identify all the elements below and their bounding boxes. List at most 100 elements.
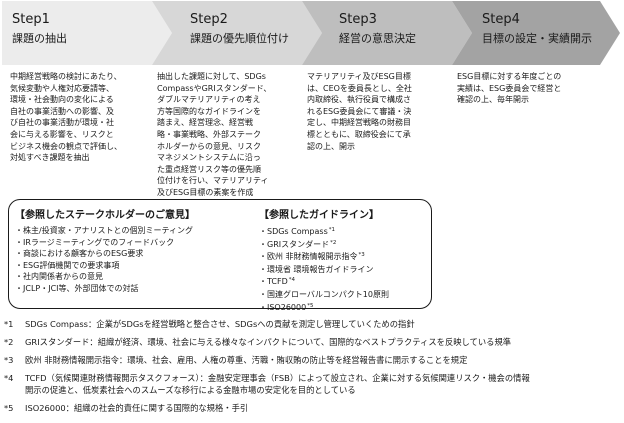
- guidelines-title: 【参照したガイドライン】: [259, 210, 379, 221]
- footnote-mark: *3: [4, 355, 14, 365]
- guideline-text: ・ISO26000: [259, 302, 307, 312]
- step-1-chevron: [2, 1, 172, 65]
- footnote-mark: *1: [4, 319, 14, 329]
- footnote-line: GRIスタンダード：組織が経済、環境、社会に与える様々なインパクトについて、国際…: [25, 337, 512, 347]
- desc-line: ホルダーからの意見、リスク: [157, 141, 261, 151]
- list-item: ・環境省 環境報告ガイドライン: [259, 263, 390, 276]
- desc-line: マテリアリティ及びESG目標: [307, 72, 411, 81]
- step-2-description: 抽出した課題に対して、SDGs CompassやGRIスタンダード、 ダブルマテ…: [157, 71, 271, 199]
- step-2-number: Step2: [190, 12, 228, 27]
- footnote-line: 欧州 非財務情報開示指令：環境、社会、雇用、人権の尊重、汚職・賄収賄の防止等を経…: [25, 355, 468, 365]
- step-2-chevron: [152, 1, 322, 65]
- list-item: ・社内関係者からの意見: [15, 272, 103, 282]
- footnote-text: GRIスタンダード：組織が経済、環境、社会に与える様々なインパクトについて、国際…: [25, 336, 620, 348]
- list-item: ・JCLP・JCI等、外部団体での対話: [15, 283, 139, 293]
- desc-line: は、CEOを委員長とし、全社: [307, 83, 412, 93]
- step-3-label: Step3 経営の意思決定: [339, 12, 416, 47]
- guideline-text: ・GRIスタンダード: [259, 239, 330, 249]
- desc-line: 実績は、ESG委員会で経営と: [457, 83, 562, 93]
- step-3-number: Step3: [339, 12, 377, 27]
- desc-line: ビジネス機会の観点で評価し、: [10, 141, 122, 151]
- step-1-number: Step1: [12, 12, 50, 27]
- footnote-4: *4 TCFD（気候関連財務情報開示タスクフォース）：金融安定理事会（FSB）に…: [4, 372, 620, 396]
- desc-line: 位付けを行い、マテリアリティ: [157, 176, 269, 186]
- list-item: ・商談における顧客からのESG要求: [15, 249, 144, 259]
- desc-line: 抽出した課題に対して、SDGs: [157, 72, 266, 81]
- list-item: ・ISO26000*5: [259, 301, 390, 314]
- step-2-title: 課題の優先順位付け: [190, 32, 289, 45]
- footnote-1: *1 SDGs Compass：企業がSDGsを経営戦略と整合させ、SDGsへの…: [4, 318, 620, 330]
- step-3-title: 経営の意思決定: [339, 32, 416, 45]
- footnote-mark: *5: [307, 302, 314, 309]
- guidelines-list: ・SDGs Compass*1 ・GRIスタンダード*2 ・欧州 非財務情報開示…: [259, 225, 390, 313]
- list-item: ・ESG評価機関での要求事項: [15, 260, 120, 270]
- list-item: ・国連グローバルコンパクト10原則: [259, 288, 390, 301]
- stakeholder-title: 【参照したステークホルダーのご意見】: [15, 210, 195, 221]
- footnote-line: TCFD（気候関連財務情報開示タスクフォース）：金融安定理事会（FSB）によって…: [25, 373, 530, 383]
- guideline-text: ・国連グローバルコンパクト10原則: [259, 289, 389, 299]
- step-4-description: ESG目標に対する年度ごとの 実績は、ESG委員会で経営と 確認の上、毎年開示: [457, 71, 561, 106]
- desc-line: 自社の事業活動への影響、及: [10, 106, 114, 116]
- footnote-mark: *5: [4, 403, 14, 413]
- footnote-mark: *3: [358, 252, 365, 259]
- reference-box: 【参照したステークホルダーのご意見】 ・株主/投資家・アナリストとの個別ミーティ…: [8, 199, 432, 312]
- desc-line: 略・事業戦略、外部ステーク: [157, 129, 261, 139]
- list-item: ・GRIスタンダード*2: [259, 238, 390, 251]
- step-2-label: Step2 課題の優先順位付け: [190, 12, 289, 47]
- desc-line: ESG目標に対する年度ごとの: [457, 72, 562, 81]
- footnote-text: SDGs Compass：企業がSDGsを経営戦略と整合させ、SDGsへの貢献を…: [25, 318, 620, 330]
- step-1-description: 中期経営戦略の検討にあたり、 気候変動や人権対応要請等、 環境・社会動向の変化に…: [10, 71, 122, 164]
- step-3-description: マテリアリティ及びESG目標 は、CEOを委員長とし、全社 内取締役、執行役員で…: [307, 71, 412, 152]
- desc-line: マネジメントシステムに沿っ: [157, 153, 261, 163]
- desc-line: 及びESG目標の素案を作成: [157, 187, 254, 197]
- stakeholder-list: ・株主/投資家・アナリストとの個別ミーティング ・IRラージミーティングでのフィ…: [15, 225, 195, 295]
- desc-line: 対処すべき課題を抽出: [10, 153, 90, 163]
- step-4-label: Step4 目標の設定・実績開示: [482, 12, 592, 47]
- step-4-title: 目標の設定・実績開示: [482, 32, 592, 45]
- desc-line: CompassやGRIスタンダード、: [157, 83, 272, 93]
- desc-line: 環境・社会動向の変化による: [10, 95, 114, 105]
- footnote-text: ISO26000：組織の社会的責任に関する国際的な規格・手引: [25, 402, 620, 414]
- guideline-text: ・SDGs Compass: [259, 227, 328, 236]
- desc-line: び自社の事業活動が環境・社: [10, 118, 114, 128]
- step-3-chevron: [302, 1, 472, 65]
- footnote-mark: *2: [330, 239, 337, 246]
- desc-line: ダブルマテリアリティの考え: [157, 95, 261, 105]
- step-1-title: 課題の抽出: [12, 32, 67, 45]
- stakeholder-opinions: 【参照したステークホルダーのご意見】 ・株主/投資家・アナリストとの個別ミーティ…: [15, 209, 195, 295]
- guideline-text: ・TCFD: [259, 277, 288, 287]
- desc-line: 気候変動や人権対応要請等、: [10, 83, 114, 93]
- list-item: ・株主/投資家・アナリストとの個別ミーティング: [15, 226, 193, 235]
- footnote-3: *3 欧州 非財務情報開示指令：環境、社会、雇用、人権の尊重、汚職・賄収賄の防止…: [4, 354, 620, 366]
- footnote-text: 欧州 非財務情報開示指令：環境、社会、雇用、人権の尊重、汚職・賄収賄の防止等を経…: [25, 354, 620, 366]
- desc-line: 確認の上、毎年開示: [457, 95, 529, 105]
- footnote-mark: *4: [4, 373, 14, 383]
- reference-guidelines: 【参照したガイドライン】 ・SDGs Compass*1 ・GRIスタンダード*…: [259, 209, 390, 313]
- footnote-2: *2 GRIスタンダード：組織が経済、環境、社会に与える様々なインパクトについて…: [4, 336, 620, 348]
- desc-line: 踏まえ、経営理念、経営戦: [157, 118, 253, 128]
- desc-line: 会に与える影響を、リスクと: [10, 129, 114, 139]
- step-1-label: Step1 課題の抽出: [12, 12, 67, 47]
- list-item: ・欧州 非財務情報開示指令*3: [259, 250, 390, 263]
- process-chevrons: [2, 1, 620, 65]
- guideline-text: ・環境省 環境報告ガイドライン: [259, 264, 374, 274]
- list-item: ・SDGs Compass*1: [259, 225, 390, 238]
- desc-line: 内取締役、執行役員で構成さ: [307, 95, 411, 105]
- guideline-text: ・欧州 非財務情報開示指令: [259, 252, 358, 262]
- footnote-line: SDGs Compass：企業がSDGsを経営戦略と整合させ、SDGsへの貢献を…: [25, 319, 415, 329]
- list-item: ・TCFD*4: [259, 275, 390, 288]
- desc-line: 定し、中期経営戦略の財務目: [307, 118, 411, 128]
- footnote-text: TCFD（気候関連財務情報開示タスクフォース）：金融安定理事会（FSB）によって…: [25, 372, 620, 396]
- desc-line: た重点経営リスク等の優先順: [157, 164, 261, 174]
- step-4-chevron: [452, 1, 620, 65]
- desc-line: 認の上、開示: [307, 141, 355, 151]
- desc-line: 中期経営戦略の検討にあたり、: [10, 72, 122, 81]
- desc-line: 標とともに、取締役会にて承: [307, 129, 411, 139]
- step-4-number: Step4: [482, 12, 520, 27]
- footnote-mark: *4: [288, 277, 296, 284]
- list-item: ・IRラージミーティングでのフィードバック: [15, 237, 175, 247]
- desc-line: 方等国際的なガイドラインを: [157, 106, 261, 116]
- footnote-mark: *1: [328, 227, 335, 233]
- footnotes: *1 SDGs Compass：企業がSDGsを経営戦略と整合させ、SDGsへの…: [4, 318, 620, 420]
- footnote-5: *5 ISO26000：組織の社会的責任に関する国際的な規格・手引: [4, 402, 620, 414]
